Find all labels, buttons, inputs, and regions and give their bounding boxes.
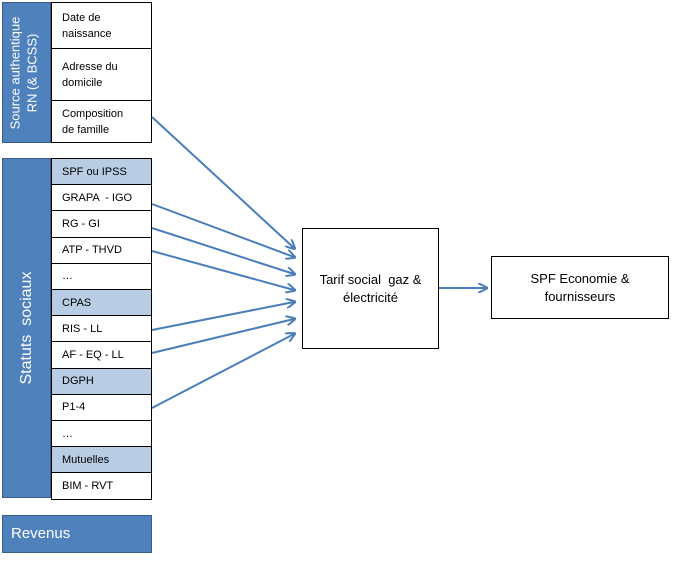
tarif-line1: Tarif social gaz & — [319, 271, 422, 287]
tarif-line2: électricité — [343, 289, 398, 305]
statuts-row: … — [51, 262, 152, 290]
revenus-bar: Revenus — [2, 515, 152, 553]
arrow-grapa — [151, 203, 294, 257]
arrow-atp — [151, 250, 294, 290]
revenus-label: Revenus — [11, 525, 71, 542]
spf-line1: SPF Economie & — [530, 270, 630, 286]
source-bar — [2, 2, 51, 143]
arrow-composition — [151, 116, 294, 248]
spf-economie-box: SPF Economie & fournisseurs — [491, 256, 669, 319]
statuts-group-header: SPF ou IPSS — [51, 158, 152, 186]
tarif-social-box: Tarif social gaz & électricité — [302, 228, 439, 349]
arrow-af — [151, 319, 294, 354]
statuts-row: RG - GI — [51, 210, 152, 238]
spf-line2: fournisseurs — [544, 288, 616, 304]
statuts-group-header: Mutuelles — [51, 446, 152, 474]
statuts-row: AF - EQ - LL — [51, 341, 152, 369]
arrow-rg — [151, 227, 294, 274]
statuts-row: BIM - RVT — [51, 472, 152, 500]
arrow-ris — [151, 302, 294, 331]
statuts-bar — [2, 158, 51, 498]
arrow-p14 — [151, 334, 294, 409]
